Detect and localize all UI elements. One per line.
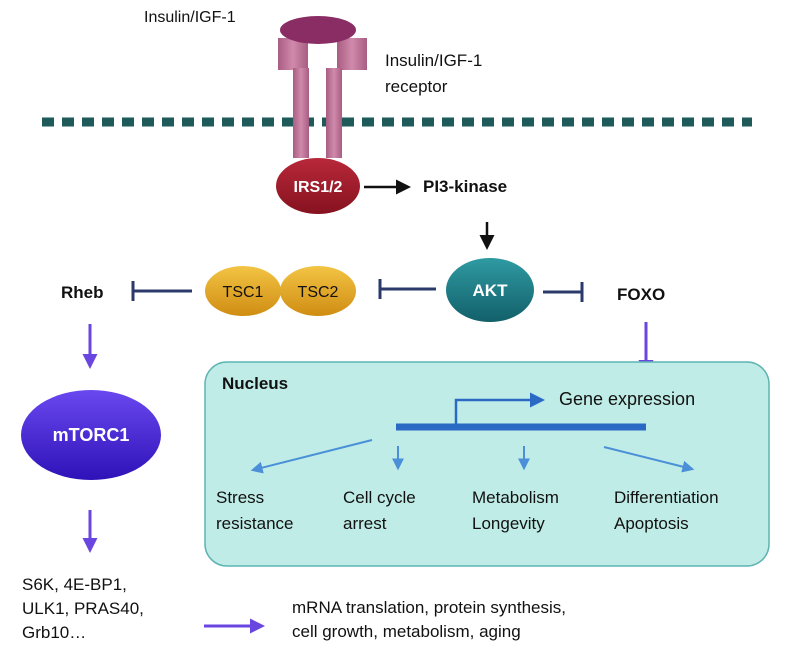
- transcription-start-arrow: [454, 392, 545, 427]
- rheb-label: Rheb: [61, 283, 104, 302]
- stress-arrow: [250, 439, 373, 474]
- tsc2-label: TSC2: [298, 284, 339, 301]
- pi3k-label: PI3-kinase: [423, 177, 507, 196]
- insulin-ligand: [280, 16, 356, 44]
- receptor-label-line1: Insulin/IGF-1: [385, 51, 482, 70]
- diff-label-line2: Apoptosis: [614, 514, 689, 533]
- stress-label-line2: resistance: [216, 514, 293, 533]
- stress-label-line1: Stress: [216, 488, 264, 507]
- nucleus-box: [204, 361, 770, 567]
- nucleus-label: Nucleus: [222, 374, 288, 393]
- diff-label-line1: Differentiation: [614, 488, 719, 507]
- targets-line3: Grb10…: [22, 623, 86, 642]
- akt-label: AKT: [473, 281, 509, 300]
- irs-node: [276, 158, 360, 214]
- tsc1-label: TSC1: [223, 284, 264, 301]
- outcome-line1: mRNA translation, protein synthesis,: [292, 598, 566, 617]
- differentiation-arrow: [603, 446, 695, 473]
- outcome-line2: cell growth, metabolism, aging: [292, 622, 521, 641]
- cellcycle-label-line1: Cell cycle: [343, 488, 416, 507]
- metab-label-line2: Longevity: [472, 514, 545, 533]
- mtorc1-label: mTORC1: [53, 425, 130, 445]
- targets-line2: ULK1, PRAS40,: [22, 599, 144, 618]
- irs-label: IRS1/2: [294, 179, 343, 196]
- receptor-label-line2: receptor: [385, 77, 448, 96]
- metab-label-line1: Metabolism: [472, 488, 559, 507]
- akt-node: [446, 258, 534, 322]
- targets-line1: S6K, 4E-BP1,: [22, 575, 127, 594]
- tsc2-node: [280, 266, 356, 316]
- ligand-label: Insulin/IGF-1: [144, 9, 236, 26]
- mtorc1-node: [21, 390, 161, 480]
- foxo-label: FOXO: [617, 285, 665, 304]
- gene-expression-label: Gene expression: [559, 389, 695, 409]
- insulin-receptor: [278, 38, 367, 158]
- cellcycle-label-line2: arrest: [343, 514, 387, 533]
- tsc1-node: [205, 266, 281, 316]
